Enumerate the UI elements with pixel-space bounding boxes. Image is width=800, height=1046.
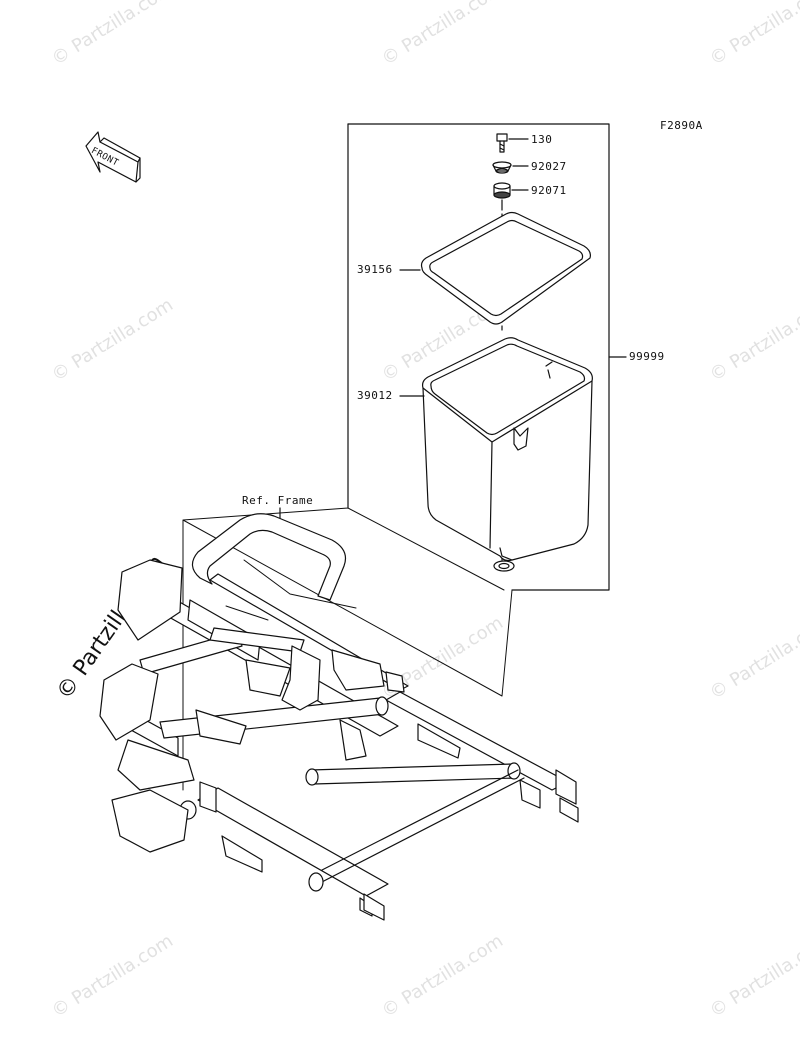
seal-39156-icon — [420, 211, 591, 325]
figure-code: F2890A — [660, 119, 703, 132]
grommet-92071-icon — [493, 182, 511, 199]
part-label-39012[interactable]: 39012 — [357, 389, 393, 402]
front-arrow-icon — [85, 131, 141, 183]
frame-cross-tubes — [139, 627, 525, 892]
ref-frame-label: Ref. Frame — [242, 494, 314, 507]
part-label-39156[interactable]: 39156 — [357, 263, 393, 276]
part-label-99999[interactable]: 99999 — [629, 350, 665, 363]
frame-ends — [363, 797, 579, 921]
container-39012-icon — [421, 337, 593, 572]
part-label-130[interactable]: 130 — [531, 133, 553, 146]
bolt-130-icon — [496, 133, 508, 153]
nut-92027-icon — [492, 161, 512, 174]
part-label-92071[interactable]: 92071 — [531, 184, 567, 197]
part-label-92027[interactable]: 92027 — [531, 160, 567, 173]
frame-roll-bar — [191, 513, 347, 601]
frame-left-body — [99, 559, 195, 853]
frame-brackets — [179, 645, 577, 917]
